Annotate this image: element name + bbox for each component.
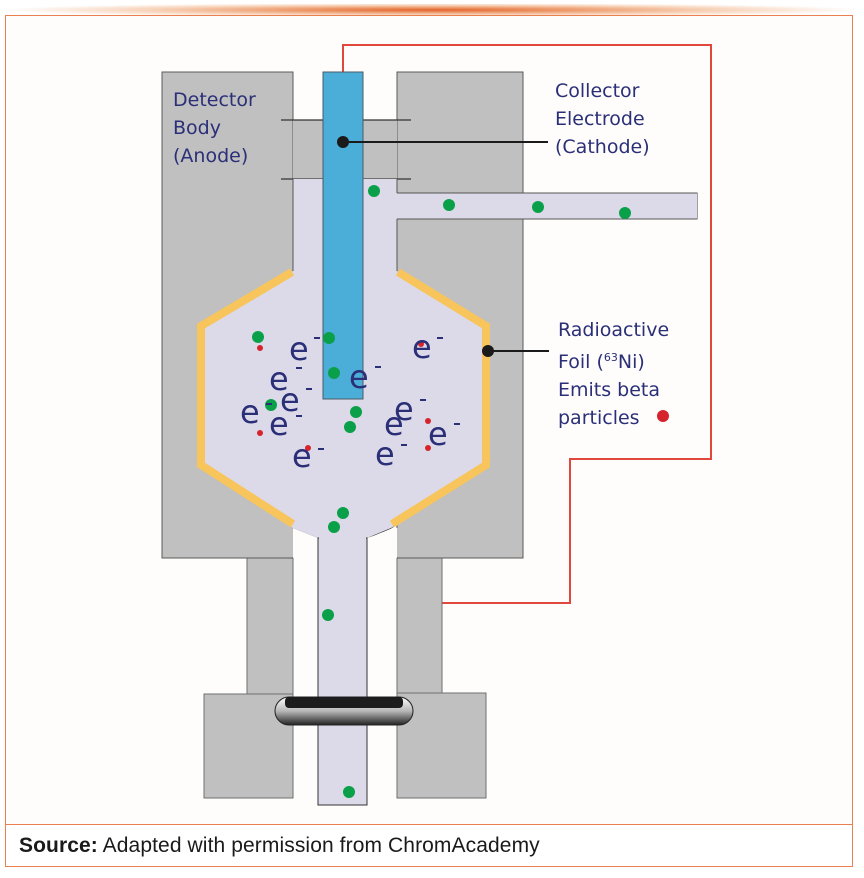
collector-leader-dot [337, 136, 349, 148]
collector-electrode [322, 71, 364, 400]
lower-stem-right [396, 557, 443, 694]
foil-leader-dot [482, 345, 494, 357]
electron-symbol: e [375, 435, 395, 473]
radioactive-foil-label: Radioactive Foil (63Ni) Emits beta parti… [558, 319, 670, 429]
body-fill-right [397, 271, 522, 557]
analyte-molecule [328, 521, 340, 533]
electron-symbol: e [269, 405, 289, 443]
radioactive-foil-right [389, 268, 490, 528]
electron-symbol: e [289, 330, 309, 368]
circuit-wire [342, 44, 712, 604]
isotope-mass-number: 63 [603, 351, 618, 364]
electron-symbol: e [428, 415, 448, 453]
beta-particle [257, 345, 263, 351]
electron-symbol: e [349, 358, 369, 396]
analyte-molecule [350, 406, 362, 418]
analyte-molecule [532, 201, 544, 213]
electron-symbol: e [394, 390, 414, 428]
o-ring-top-band [285, 697, 403, 708]
beta-particle [425, 418, 431, 424]
electron-symbol: e [280, 381, 300, 419]
analyte-molecule [443, 199, 455, 211]
analyte-molecule [619, 207, 631, 219]
beta-particle [418, 341, 424, 347]
body-fill-left [163, 271, 293, 557]
analyte-molecule [343, 786, 355, 798]
analyte-molecule [368, 185, 380, 197]
beta-particle [257, 430, 263, 436]
decorative-header-gradient [0, 4, 864, 16]
analyte-molecule [322, 609, 334, 621]
source-label: Source: [19, 834, 98, 857]
analyte-molecule [323, 332, 335, 344]
beta-particles [257, 341, 669, 451]
electron-symbol: e [240, 393, 260, 431]
detector-body-label: Detector Body (Anode) [173, 89, 256, 167]
analyte-molecule [252, 331, 264, 343]
electron-charges [266, 337, 460, 450]
electron-symbol: e [384, 405, 404, 443]
beta-particle [305, 445, 311, 451]
analyte-molecule [328, 367, 340, 379]
beta-particle-legend [657, 410, 669, 422]
electron-symbol: e [269, 360, 289, 398]
analyte-molecule [337, 507, 349, 519]
lower-stem-left [246, 557, 294, 695]
throat-gap-right [367, 528, 397, 558]
analyte-molecule [344, 421, 356, 433]
electrons: e e e e e e e e e e e e [240, 328, 448, 475]
collector-electrode-label: Collector Electrode (Cathode) [555, 80, 650, 158]
radioactive-foil-left [197, 268, 296, 528]
source-text: Adapted with permission from ChromAcadem… [97, 834, 540, 857]
ionization-chamber [197, 271, 489, 538]
figure-caption: Source: Adapted with permission from Chr… [5, 824, 853, 867]
beta-particle [425, 445, 431, 451]
electron-symbol: e [292, 437, 312, 475]
electron-symbol: e [412, 328, 432, 366]
